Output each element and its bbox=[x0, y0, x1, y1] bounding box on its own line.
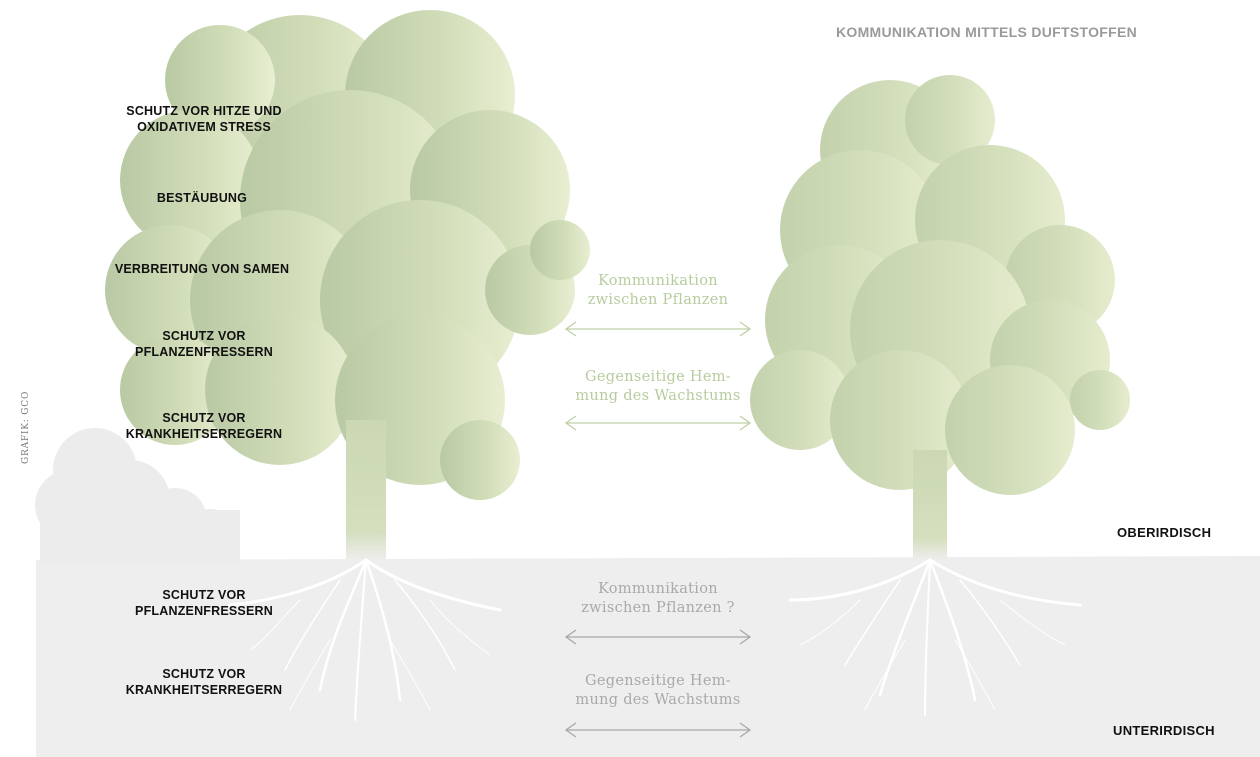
arrow-below-growth-inhibition bbox=[564, 722, 752, 738]
interaction-below-growth-inhibition: Gegenseitige Hem- mung des Wachstums bbox=[575, 673, 741, 708]
zone-above-ground: OBERIRDISCH bbox=[1117, 525, 1212, 540]
interaction-above-growth-inhibition: Gegenseitige Hem- mung des Wachstums bbox=[575, 369, 741, 404]
left-tree-canopy bbox=[105, 10, 590, 500]
graphic-credit: GRAFIK: GCO bbox=[21, 390, 31, 464]
left-tree-roots bbox=[228, 558, 502, 721]
label-herbivore-protection-below: SCHUTZ VOR PFLANZENFRESSERN bbox=[135, 588, 273, 618]
grass-edge bbox=[36, 556, 1260, 566]
label-seed-dispersal: VERBREITUNG VON SAMEN bbox=[114, 262, 290, 276]
label-herbivore-protection-above: SCHUTZ VOR PFLANZENFRESSERN bbox=[135, 329, 273, 359]
label-heat-stress-protection: SCHUTZ VOR HITZE UND OXIDATIVEM STRESS bbox=[126, 104, 282, 134]
interaction-below-communication: Kommunikation zwischen Pflanzen ? bbox=[581, 581, 735, 616]
label-pathogen-protection-below: SCHUTZ VOR KRANKHEITSERREGERN bbox=[125, 667, 283, 697]
right-tree-canopy bbox=[750, 75, 1130, 495]
interaction-above-communication: Kommunikation zwischen Pflanzen bbox=[587, 273, 729, 308]
arrow-above-communication bbox=[564, 321, 752, 337]
diagram-title: KOMMUNIKATION MITTELS DUFTSTOFFEN bbox=[836, 24, 1138, 40]
label-pathogen-protection-above: SCHUTZ VOR KRANKHEITSERREGERN bbox=[125, 411, 283, 441]
left-tree-trunk bbox=[346, 420, 386, 560]
right-tree-roots bbox=[788, 558, 1082, 716]
arrow-above-growth-inhibition bbox=[564, 415, 752, 431]
label-pollination: BESTÄUBUNG bbox=[156, 191, 248, 205]
ground-area bbox=[36, 560, 1260, 757]
arrow-below-communication bbox=[564, 629, 752, 645]
background-bush bbox=[35, 428, 240, 562]
zone-below-ground: UNTERIRDISCH bbox=[1113, 723, 1215, 738]
right-tree-trunk bbox=[913, 450, 947, 560]
